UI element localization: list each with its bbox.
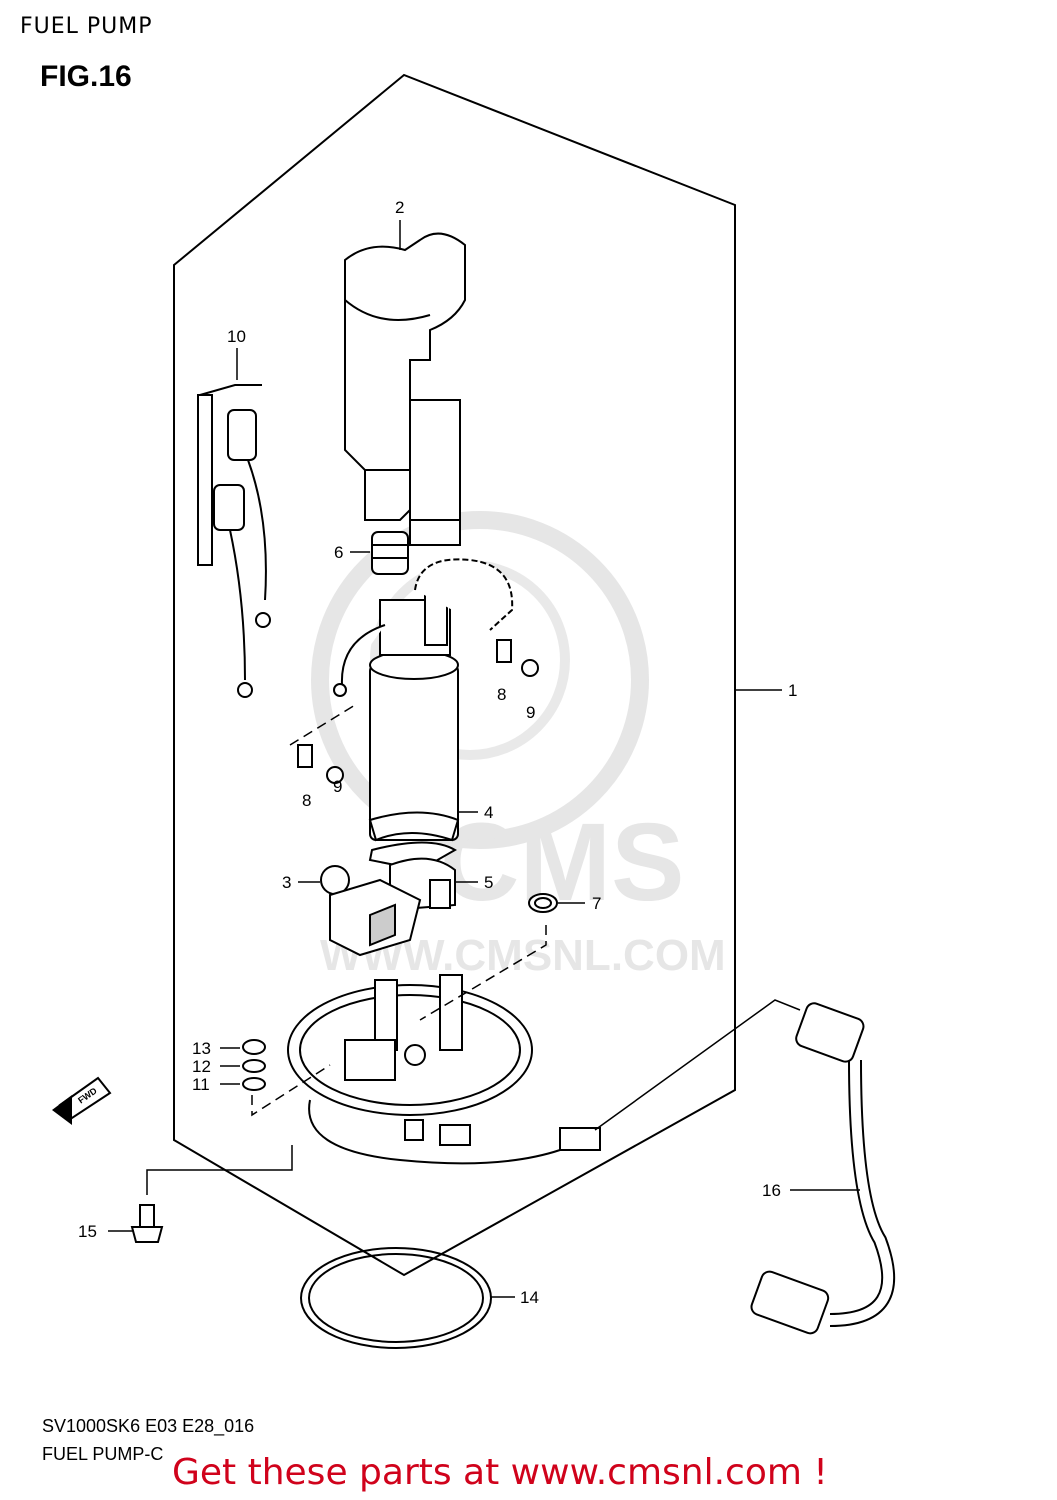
holder-part	[389, 857, 456, 912]
callout-labels: 1 2 3 4 5 6 7 8 8 9 9 10 11 12 13 14 15 …	[78, 198, 797, 1307]
o-ring-part	[528, 893, 558, 913]
callout-1: 1	[788, 681, 797, 700]
pump-flange-part	[287, 974, 533, 1141]
callout-16: 16	[762, 1181, 781, 1200]
callout-9-lower: 9	[333, 777, 342, 796]
callout-4: 4	[484, 803, 493, 822]
bolt-part	[130, 1204, 164, 1243]
promo-link[interactable]: Get these parts at www.cmsnl.com !	[172, 1452, 828, 1493]
fuel-hose-part	[750, 1002, 896, 1335]
page-header: FUEL PUMP	[20, 14, 153, 39]
fuel-pump-motor	[333, 558, 514, 841]
fuel-level-sensor-part	[197, 384, 271, 698]
watermark-brand: CMS	[440, 801, 684, 924]
cushion-part	[368, 811, 460, 872]
callout-13: 13	[192, 1039, 211, 1058]
fwd-arrow-icon: FWD	[52, 1076, 112, 1125]
callout-leaders	[108, 220, 860, 1298]
callout-9-upper: 9	[526, 703, 535, 722]
callout-6: 6	[334, 543, 343, 562]
callout-8-lower: 8	[302, 791, 311, 810]
callout-15: 15	[78, 1222, 97, 1241]
callout-7: 7	[592, 894, 601, 913]
washer-nut-parts	[242, 1039, 266, 1091]
callout-11: 11	[192, 1075, 210, 1094]
filter-bracket-part	[320, 865, 422, 957]
assembly-boundary	[173, 73, 736, 1277]
plate-and-screw-parts	[297, 639, 539, 784]
callout-2: 2	[395, 198, 404, 217]
callout-5: 5	[484, 873, 493, 892]
figure-title: FIG.16	[40, 60, 132, 93]
callout-12: 12	[192, 1057, 211, 1076]
pump-bracket-part	[344, 232, 466, 546]
watermark: CMS WWW.CMSNL.COM	[311, 511, 726, 980]
callout-3: 3	[282, 873, 291, 892]
filter-part	[371, 531, 409, 575]
callout-8-upper: 8	[497, 685, 506, 704]
callout-10: 10	[227, 327, 246, 346]
figure-caption: FUEL PUMP-C	[42, 1444, 164, 1464]
callout-14: 14	[520, 1288, 539, 1307]
wiring-harness	[308, 1099, 601, 1165]
gasket-part	[300, 1247, 492, 1349]
model-code: SV1000SK6 E03 E28_016	[42, 1416, 255, 1436]
